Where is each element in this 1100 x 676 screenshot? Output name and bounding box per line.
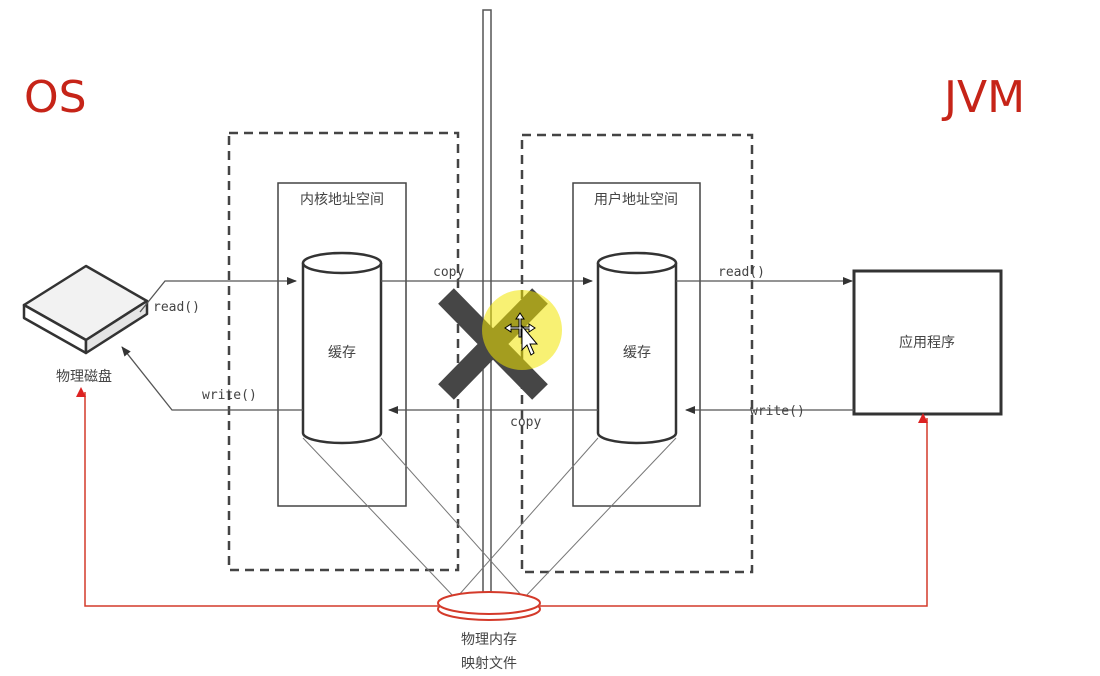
kernel-space-box [277, 182, 407, 507]
read-app-label: read() [718, 265, 765, 280]
copy-top-label: copy [433, 265, 464, 280]
kernel-region [227, 131, 460, 572]
application-box [852, 269, 1003, 416]
kernel-space-label: 内核地址空间 [300, 192, 384, 208]
read-disk-arrow [139, 277, 297, 313]
disk-label: 物理磁盘 [56, 368, 112, 385]
move-cursor-icon [504, 312, 539, 356]
kernel-cache-label: 缓存 [328, 345, 356, 361]
write-disk-label: write() [202, 388, 257, 403]
read-disk-label: read() [153, 300, 200, 315]
user-cache-label: 缓存 [623, 345, 651, 361]
jvm-label: JVM [941, 72, 1025, 123]
application-label: 应用程序 [899, 334, 955, 351]
mmap-to-app-link [540, 413, 928, 607]
mmap-label-line1: 物理内存 [461, 632, 517, 648]
user-space-label: 用户地址空间 [594, 191, 678, 208]
disk-icon [22, 264, 149, 355]
mmap-file-icon [437, 591, 541, 621]
mmap-label-line2: 映射文件 [461, 656, 517, 672]
kernel-cache-cylinder [301, 251, 383, 445]
boundary-divider [482, 9, 492, 597]
mmap-lines [302, 437, 677, 599]
mmap-to-disk-link [76, 387, 438, 607]
write-app-label: write() [750, 404, 805, 419]
user-space-box [572, 182, 701, 507]
write-disk-arrow [121, 346, 303, 411]
os-label: OS [24, 72, 87, 123]
copy-bottom-label: copy [510, 415, 541, 430]
user-cache-cylinder [596, 251, 678, 445]
